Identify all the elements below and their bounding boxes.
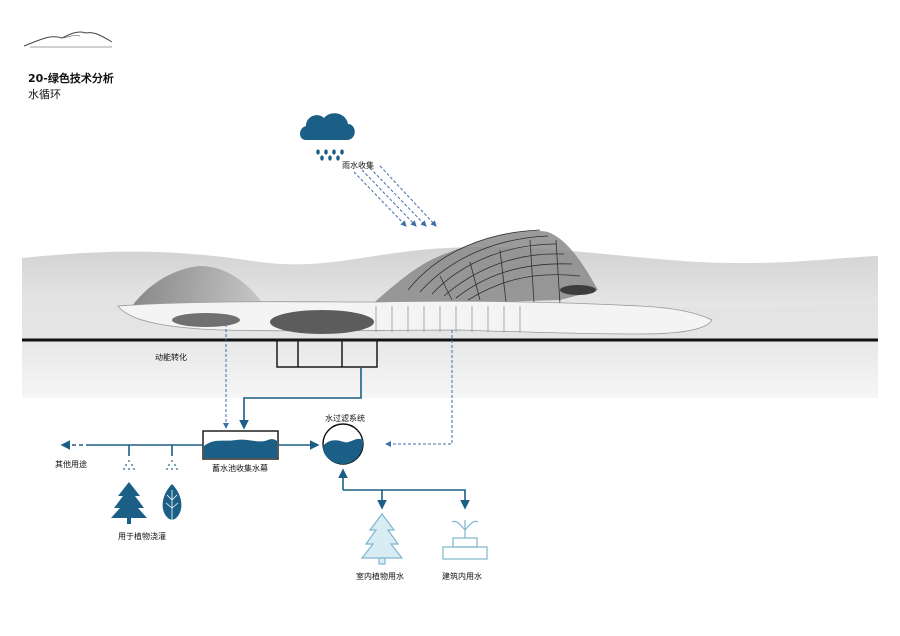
leaf-tree-icon: [162, 484, 182, 522]
rain-arrows: [353, 165, 437, 227]
rain-collection-label: 雨水收集: [342, 161, 374, 170]
storage-inflow-pipe: [239, 367, 362, 430]
storage-tank-label: 蓄水池收集水幕: [212, 464, 268, 473]
storage-tank: [202, 430, 279, 460]
fountain-icon: [442, 520, 488, 560]
indoor-tree-icon: [360, 513, 404, 565]
indoor-plants-label: 室内植物用水: [356, 572, 404, 581]
indoor-supply-pipes: [338, 468, 470, 510]
pine-tree-icon: [111, 482, 147, 524]
building-water-label: 建筑内用水: [442, 572, 482, 581]
left-dome: [132, 266, 262, 306]
underground-zone: [22, 340, 878, 398]
sprinkler-drops: [123, 460, 178, 470]
kinetic-compartments: [276, 339, 378, 368]
filter-system: [322, 423, 364, 465]
kinetic-conversion-label: 动能转化: [155, 353, 187, 362]
page-subtitle: 水循环: [28, 88, 61, 101]
mountain-logo-icon: [23, 31, 113, 48]
filter-system-label: 水过滤系统: [325, 414, 365, 423]
rain-cloud-icon: [300, 113, 355, 161]
building: [117, 229, 713, 335]
irrigation-label: 用于植物浇灌: [118, 532, 166, 541]
irrigation-pipes: [60, 440, 203, 456]
other-uses-label: 其他用途: [55, 460, 87, 469]
page-title: 20-绿色技术分析: [28, 72, 114, 85]
